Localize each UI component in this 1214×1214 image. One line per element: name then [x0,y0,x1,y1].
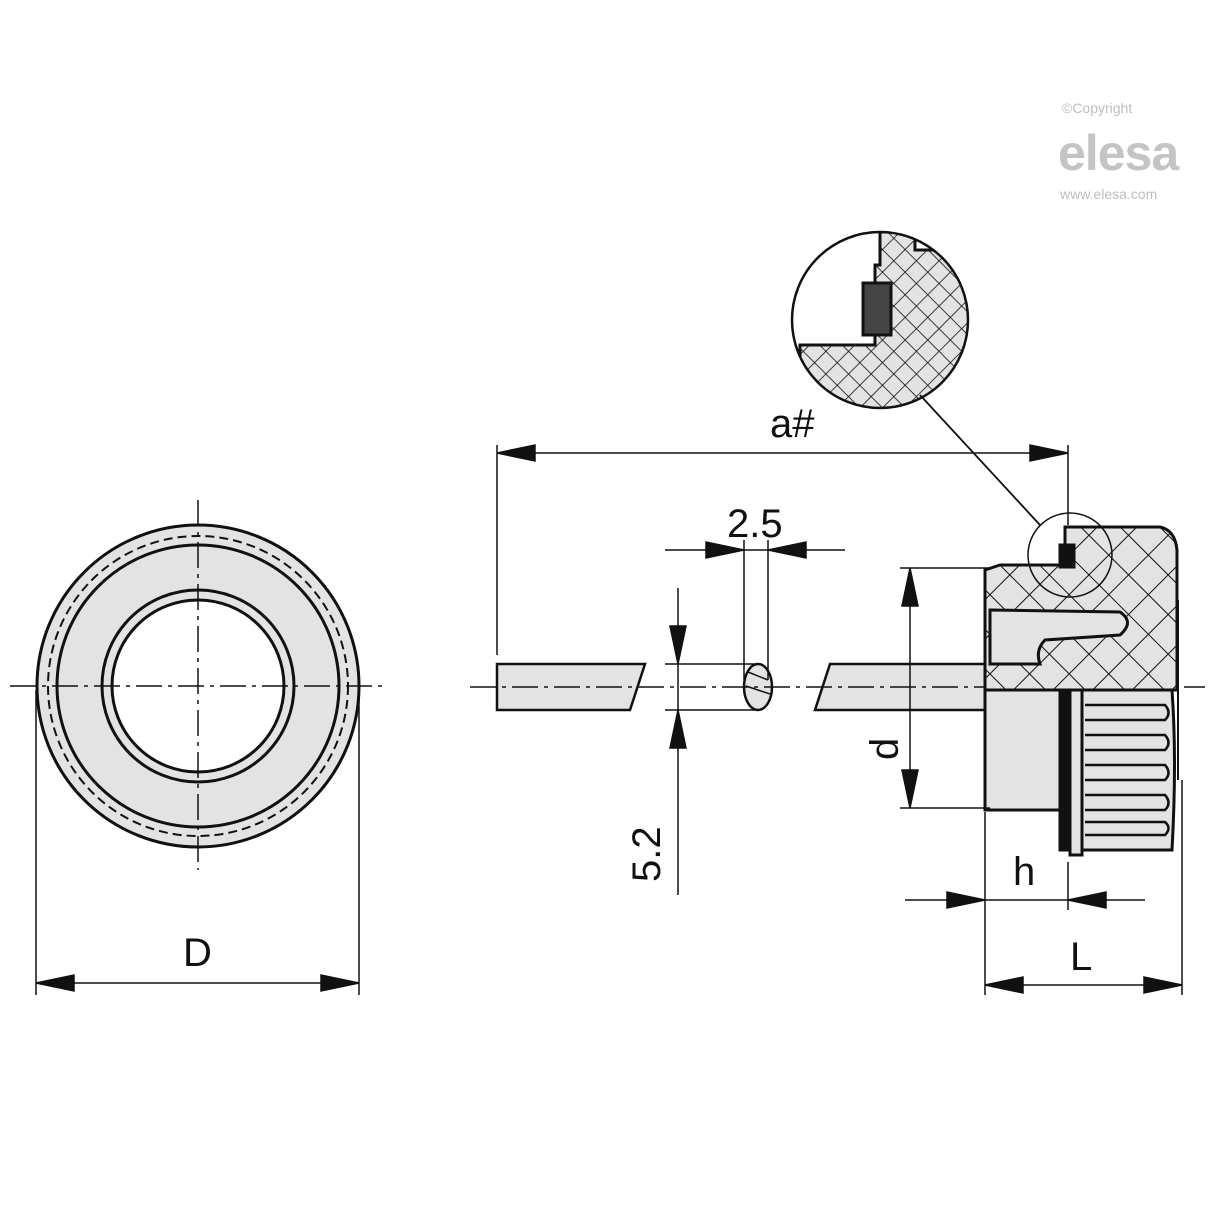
front-view [10,500,385,870]
label-5-2: 5.2 [625,826,669,882]
dimension-d [900,567,990,809]
dimension-L [984,780,1183,995]
label-h: h [1013,850,1035,894]
copyright-text: ©Copyright [1062,100,1132,116]
label-L: L [1070,935,1092,979]
dimension-D [35,690,360,995]
label-a: a# [770,402,815,446]
url-text: www.elesa.com [1059,186,1157,202]
elesa-logo: ©Copyright elesa www.elesa.com [1058,100,1181,202]
label-D: D [183,931,212,975]
dimension-h [905,812,1145,995]
dimension-2-5 [665,540,845,680]
detail-view [790,230,1041,526]
dimension-a [496,444,1069,655]
label-d: d [863,738,907,760]
shaft [470,662,1205,712]
brand-text: elesa [1058,125,1180,181]
knob-section [983,512,1179,857]
label-2-5: 2.5 [727,502,783,546]
dimension-5-2 [665,588,755,895]
